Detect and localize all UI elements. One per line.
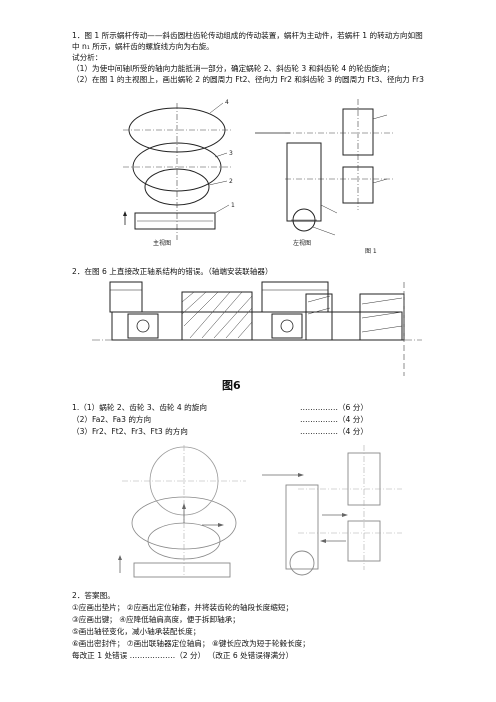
answer2-line2: ③应画出键； ④应降低轴肩高度，便于拆卸轴承； [72, 615, 240, 624]
fig1-label-1: 1 [231, 202, 235, 209]
figure-1: 4 3 2 1 主视图 左视图 图 1 [115, 95, 405, 255]
figure-6 [92, 280, 422, 376]
q1-line3: 试分析： [72, 53, 103, 62]
answer-1-1: 1.（1）蜗轮 2、齿轮 3、齿轮 4 的旋向 [72, 403, 207, 412]
fig1-label-4: 4 [225, 99, 229, 106]
answer2-line4: ⑥画出密封件； ⑦画出联轴器定位轴肩； ⑧键长应改为短于轮毂长度； [72, 639, 310, 648]
answer-1-1-score: ……………（6 分） [300, 403, 368, 412]
fig6-caption: 图6 [222, 379, 241, 392]
fig1-label-2: 2 [229, 178, 233, 185]
answer2-title: 2．答案图。 [72, 591, 115, 600]
answer-1-2-score: ……………（4 分） [300, 415, 368, 424]
answer-figure [112, 445, 412, 580]
answer-1-2: （2）Fa2、Fa3 的方向 [72, 415, 152, 424]
answer2-line1: ①应画出垫片； ②应画出定位轴套，并将装齿轮的轴段长度缩短； [72, 603, 294, 612]
fig1-right-caption: 左视图 [293, 239, 311, 247]
answer2-line5: 每改正 1 处错误 ………………（2 分） （改正 6 处错误得满分） [72, 651, 294, 660]
q1-line1: 1．图 1 所示蜗杆传动——斜齿圆柱齿轮传动组成的传动装置，蜗杆为主动件，若蜗杆… [72, 31, 423, 40]
q1-line5: （2）在图 1 的主视图上，画出蜗轮 2 的圆周力 Ft2、径向力 Fr2 和斜… [72, 75, 424, 84]
q1-line4: （1）为使中间轴Ⅰ所受的轴向力能抵消一部分，确定蜗轮 2、斜齿轮 3 和斜齿轮 … [72, 64, 395, 73]
q2-line1: 2．在图 6 上直接改正轴系结构的错误。（轴端安装联轴器） [72, 267, 273, 276]
answer-1-3: （3）Fr2、Ft2、Fr3、Ft3 的方向 [72, 427, 188, 436]
fig1-caption: 图 1 [365, 248, 377, 255]
answer2-line3: ⑤画出轴径变化，减小轴承装配长度； [72, 627, 201, 636]
fig1-left-caption: 主视图 [153, 239, 171, 247]
fig1-label-3: 3 [229, 150, 233, 157]
answer-1-3-score: ……………（4 分） [300, 427, 368, 436]
q1-line2: 中 n₁ 所示，蜗杆齿的螺旋线方向为右旋。 [72, 42, 214, 51]
